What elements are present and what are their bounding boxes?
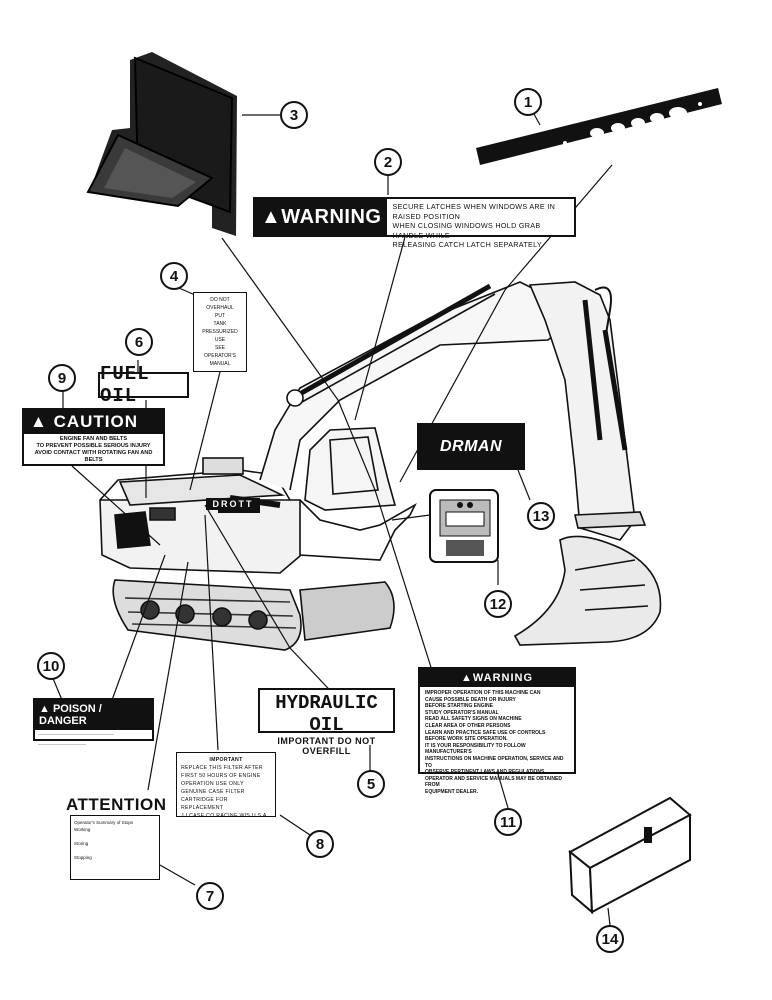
decal-2-window-latch-warning: ▲WARNING SECURE LATCHES WHEN WINDOWS ARE… [253, 197, 576, 249]
poison-header-text: POISON / DANGER [39, 703, 102, 727]
callout-6: 6 [125, 328, 153, 356]
label-line: TANK [213, 321, 227, 327]
label-line: DO NOT [210, 297, 230, 303]
operation-warning-line: BEFORE STARTING ENGINE [425, 703, 493, 710]
callout-2: 2 [374, 148, 402, 176]
poison-header: ▲ POISON / DANGER [35, 700, 152, 730]
decal-6-fuel-oil: FUEL OIL [98, 363, 189, 407]
callout-3: 3 [280, 101, 308, 129]
warning-body: SECURE LATCHES WHEN WINDOWS ARE IN RAISE… [387, 199, 574, 249]
filter-notice-line: J I CASE CO RACINE WIS U S A [181, 813, 267, 819]
operation-warning-line: IMPROPER OPERATION OF THIS MACHINE CAN [425, 690, 541, 696]
warning-header: ▲WARNING [255, 199, 388, 235]
caution-header-text: CAUTION [53, 412, 139, 431]
callout-9: 9 [48, 364, 76, 392]
brand-logo-text: DRMAN [439, 437, 503, 455]
filter-notice-line: FIRST 50 HOURS OF ENGINE [181, 773, 261, 779]
decal-10-poison-danger: ▲ POISON / DANGER ——————————————————————… [33, 698, 154, 746]
decal-5-hydraulic-oil: HYDRAULIC OIL IMPORTANT DO NOT OVERFILL [258, 688, 395, 756]
operation-warning-body: IMPROPER OPERATION OF THIS MACHINE CAN C… [420, 687, 574, 799]
attention-line: Working [74, 827, 91, 832]
decal-13-brand-logo: DRMAN [417, 423, 525, 470]
warning-line: SECURE LATCHES WHEN WINDOWS ARE IN RAISE… [392, 202, 556, 221]
operation-warning-line: CLEAR AREA OF OTHER PERSONS [425, 722, 511, 729]
caution-body: ENGINE FAN AND BELTS TO PREVENT POSSIBLE… [24, 434, 163, 466]
excavator [99, 281, 662, 651]
callout-7: 7 [196, 882, 224, 910]
dash-plate [476, 88, 722, 165]
callout-1: 1 [514, 88, 542, 116]
operation-warning-line: BEFORE WORK SITE OPERATION. [425, 736, 508, 743]
operation-warning-line: EQUIPMENT DEALER. [425, 788, 479, 795]
operation-warning-line: OPERATOR AND SERVICE MANUALS MAY BE OBTA… [425, 775, 562, 789]
warning-line: RELEASING CATCH LATCH SEPARATELY [392, 240, 542, 249]
label-line: PRESSURIZED [202, 329, 238, 335]
operation-warning-line: CAUSE POSSIBLE DEATH OR INJURY [425, 696, 516, 703]
callout-13: 13 [527, 502, 555, 530]
callout-4: 4 [160, 262, 188, 290]
floor-mat [86, 52, 237, 236]
filter-notice-line: REPLACE THIS FILTER AFTER [181, 765, 263, 771]
callout-11: 11 [494, 808, 522, 836]
operation-warning-line: LEARN AND PRACTICE SAFE USE OF CONTROLS [425, 729, 546, 736]
caution-line: ENGINE FAN AND BELTS [59, 436, 128, 442]
operation-warning-line: STUDY OPERATOR'S MANUAL [425, 709, 499, 716]
callout-10: 10 [37, 652, 65, 680]
operation-warning-header-text: WARNING [472, 672, 534, 684]
toolbox [568, 796, 692, 915]
callout-8: 8 [306, 830, 334, 858]
hydraulic-oil-title: HYDRAULIC OIL [275, 692, 378, 736]
operation-warning-line: OBSERVE PERTINENT LAWS AND REGULATIONS. [425, 769, 546, 776]
attention-line: Operator's Summary of Stops [74, 820, 134, 825]
attention-line [74, 833, 156, 840]
operation-warning-header: ▲WARNING [420, 669, 574, 687]
attention-line: Stopping [74, 855, 92, 860]
filter-notice-line: CARTRIDGE FOR REPLACEMENT [181, 797, 228, 811]
caution-header: ▲ CAUTION [24, 410, 163, 434]
filter-notice-line: OPERATION USE ONLY [181, 781, 244, 787]
decal-7-attention-card: Operator's Summary of Stops Working Stor… [70, 815, 160, 880]
callout-5: 5 [357, 770, 385, 798]
operation-warning-line: READ ALL SAFETY SIGNS ON MACHINE [425, 716, 522, 723]
label-line: SEE [214, 345, 225, 351]
attention-line: Storing [74, 841, 89, 846]
operation-warning-line: IT IS YOUR RESPONSIBILITY TO FOLLOW MANU… [425, 742, 526, 756]
callout-12: 12 [484, 590, 512, 618]
machine-brand-decal: DROTT [206, 498, 260, 510]
label-line: OVERHAUL [206, 305, 234, 311]
filter-notice-title: IMPORTANT [209, 757, 243, 763]
caution-line: TO PREVENT POSSIBLE SERIOUS INJURY [36, 443, 151, 449]
poison-body-fineprint: ————————————————————————————————————————… [38, 731, 114, 746]
label-line: PUT [215, 313, 225, 319]
decal-7-attention-title: ATTENTION [66, 795, 167, 814]
decal-4-label: DO NOT OVERHAUL PUT TANK PRESSURIZED USE… [193, 292, 247, 372]
decal-8-filter-notice: IMPORTANT REPLACE THIS FILTER AFTER FIRS… [176, 752, 276, 819]
monitor-panel [429, 489, 499, 563]
caution-line: AVOID CONTACT WITH ROTATING FAN AND BELT… [34, 450, 153, 463]
hydraulic-oil-subtitle: IMPORTANT DO NOT OVERFILL [277, 736, 376, 756]
decal-11-operation-warning: ▲WARNING IMPROPER OPERATION OF THIS MACH… [418, 667, 576, 795]
label-line: USE [214, 337, 226, 343]
attention-line [74, 847, 156, 854]
filter-notice-line: GENUINE CASE FILTER [181, 789, 245, 795]
label-line: MANUAL [209, 361, 231, 367]
operation-warning-line: INSTRUCTIONS ON MACHINE OPERATION, SERVI… [425, 755, 564, 769]
warning-header-text: WARNING [281, 205, 382, 228]
label-line: OPERATOR'S [204, 353, 236, 359]
warning-line: WHEN CLOSING WINDOWS HOLD GRAB HANDLE WH… [392, 221, 541, 240]
decal-9-caution: ▲ CAUTION ENGINE FAN AND BELTS TO PREVEN… [22, 408, 165, 466]
callout-14: 14 [596, 925, 624, 953]
